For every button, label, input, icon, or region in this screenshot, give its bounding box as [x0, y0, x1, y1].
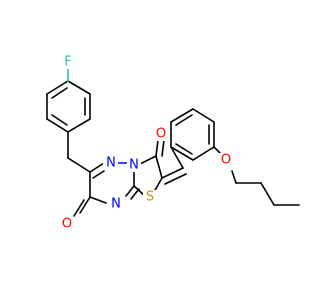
exocyclic-double-bond-b — [164, 173, 187, 185]
lower-carbonyl-bond-a — [79, 196, 91, 214]
butoxyphenyl-ring — [170, 108, 215, 161]
upper-carbonyl-bond-b — [161, 139, 165, 157]
aryl-ether-bond — [213, 146, 221, 154]
nitrogen-bridge-label: N — [129, 158, 139, 173]
molecule-structure-diagram: F N N N O O O S — [46, 55, 300, 232]
exocyclic-double-bond-a — [161, 167, 184, 179]
nitrogen-atom-lower: N — [108, 197, 123, 212]
oxygen-carbonyl-left: O — [60, 217, 75, 232]
fluorophenyl-ring — [46, 80, 91, 133]
fluorine-label: F — [64, 55, 71, 70]
lower-carbonyl-bond-b — [73, 199, 85, 217]
nitrogen-lower-label: N — [111, 197, 121, 212]
sulfur-label: S — [146, 190, 154, 205]
nitrogen-atom-upper: N — [103, 156, 118, 171]
upper-carbonyl-bond-a — [155, 139, 159, 157]
nitrogen-atom-bridge: N — [127, 158, 141, 173]
butyl-bond-2 — [260, 182, 275, 206]
benzyl-ch2-bond-b — [67, 157, 91, 173]
sulfur-atom: S — [143, 190, 157, 205]
oxygen-carbonyl-right: O — [154, 127, 169, 142]
oxygen-ether-label: O — [221, 153, 231, 168]
oxygen-right-label: O — [156, 127, 166, 142]
oxygen-left-label: O — [62, 217, 72, 232]
nitrogen-upper-label: N — [106, 156, 116, 171]
oxygen-ether: O — [219, 153, 234, 168]
vinyl-aryl-bond — [170, 146, 184, 169]
fluorine-atom: F — [61, 55, 75, 70]
ether-ch2-bond — [231, 170, 237, 184]
